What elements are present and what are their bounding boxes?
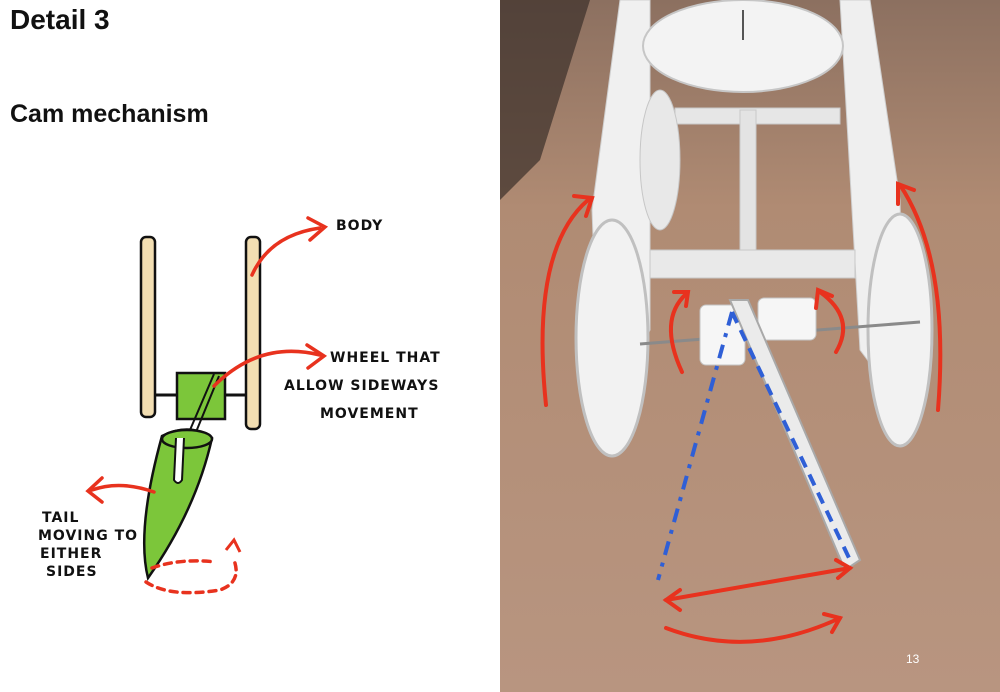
arrow-wheel-right bbox=[898, 183, 943, 412]
tail-slot bbox=[172, 437, 185, 484]
guide-line-tail bbox=[730, 311, 852, 561]
arrow-swing-head bbox=[224, 537, 242, 553]
arrow-swing-bottom-head bbox=[822, 612, 844, 634]
label-tail-line3: EITHER bbox=[40, 546, 102, 562]
label-tail-line4: SIDES bbox=[46, 564, 98, 580]
wheel-back-left bbox=[639, 89, 681, 231]
arrow-wheel-right-head bbox=[896, 181, 916, 206]
wheel-right bbox=[866, 212, 934, 448]
arrow-wheel-left bbox=[540, 198, 590, 407]
body-rail-left bbox=[139, 235, 157, 419]
arrow-cam-right bbox=[818, 290, 846, 354]
arrow-tail-head bbox=[85, 476, 104, 504]
model-photo bbox=[500, 0, 1000, 692]
top-disc bbox=[642, 0, 844, 93]
cam-wheel bbox=[175, 371, 227, 421]
background-shadow bbox=[500, 0, 590, 200]
arrow-cam-right-head bbox=[814, 287, 834, 310]
arrow-wheel-left-head bbox=[572, 194, 595, 218]
arrow-swing-bottom bbox=[664, 616, 842, 644]
arrow-cam-left bbox=[669, 292, 688, 374]
tail-plate bbox=[728, 299, 862, 572]
arrow-swing-dashed bbox=[144, 558, 238, 595]
arrow-wheel bbox=[212, 349, 322, 388]
label-tail-line1: TAIL bbox=[42, 510, 79, 526]
arrow-swing-top bbox=[664, 566, 852, 602]
cam-mechanism-sketch: BODY WHEEL THAT ALLOW SIDEWAYS MOVEMENT … bbox=[38, 216, 441, 595]
body-rail-right bbox=[244, 235, 262, 431]
cam-block-right bbox=[757, 297, 817, 341]
label-body: BODY bbox=[336, 218, 383, 234]
cross-beam-back bbox=[674, 107, 841, 125]
arrow-body bbox=[250, 226, 322, 277]
arrow-cam-left-head bbox=[672, 290, 691, 308]
arrow-tail bbox=[90, 483, 156, 494]
wheel-left bbox=[574, 218, 650, 458]
label-wheel-line1: WHEEL THAT bbox=[330, 350, 441, 366]
center-beam bbox=[739, 109, 757, 251]
label-tail-line2: MOVING TO bbox=[38, 528, 138, 544]
guide-line-swing bbox=[656, 311, 734, 581]
cross-beam-front bbox=[649, 249, 856, 279]
label-wheel-line3: MOVEMENT bbox=[320, 406, 419, 422]
arrow-body-head bbox=[306, 216, 329, 242]
arrow-swing-dashed-inner bbox=[150, 559, 218, 570]
slide-subtitle: Cam mechanism bbox=[10, 100, 209, 128]
slide-title: Detail 3 bbox=[10, 4, 110, 35]
tail-top bbox=[160, 428, 214, 450]
cam-slot-line bbox=[189, 373, 215, 431]
arrow-wheel-head bbox=[305, 343, 328, 370]
label-wheel-line2: ALLOW SIDEWAYS bbox=[284, 378, 439, 394]
arrow-swing-top-head-left bbox=[662, 588, 682, 612]
page-number: 13 bbox=[906, 652, 920, 666]
arrow-swing-top-head-right bbox=[834, 558, 854, 580]
